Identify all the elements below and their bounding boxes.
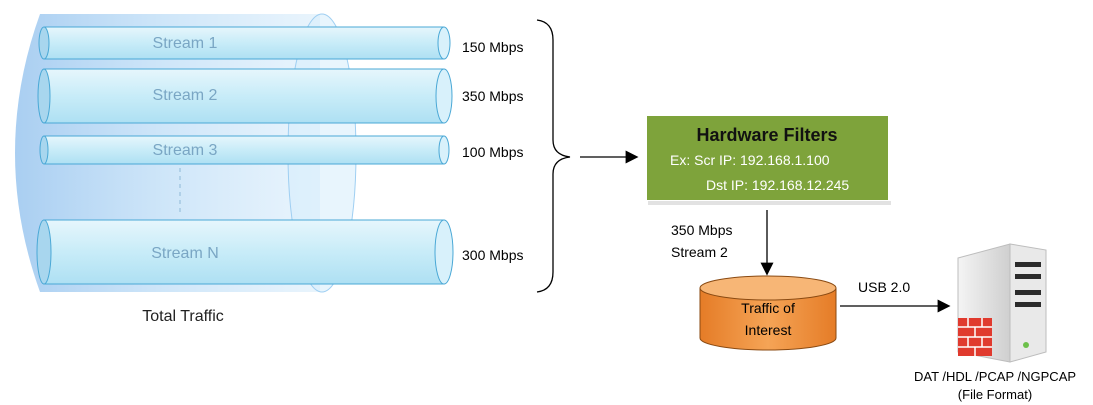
stream-label-2: Stream 2 — [153, 87, 218, 104]
stream-rate-3: 100 Mbps — [462, 144, 523, 160]
usb-label: USB 2.0 — [858, 279, 910, 295]
stream-label-3: Stream 3 — [153, 142, 218, 159]
stream-label-n: Stream N — [151, 245, 219, 262]
file-format-line-2: (File Format) — [958, 387, 1032, 402]
stream-rate-n: 300 Mbps — [462, 247, 523, 263]
firewall-icon — [958, 318, 992, 356]
traffic-of-interest-line-2: Interest — [745, 322, 792, 338]
stream-pipe-2 — [37, 68, 453, 124]
brace — [536, 19, 571, 293]
filters-line-1: Ex: Scr IP: 192.168.1.100 — [670, 152, 830, 168]
traffic-of-interest-cylinder — [699, 275, 837, 351]
stream-rate-2: 350 Mbps — [462, 88, 523, 104]
filters-line-2: Dst IP: 192.168.12.245 — [706, 177, 849, 193]
stream-pipe-3 — [39, 135, 450, 165]
hardware-filters-box — [645, 114, 890, 202]
file-format-line-1: DAT /HDL /PCAP /NGPCAP — [914, 369, 1076, 384]
stream-label-1: Stream 1 — [153, 35, 218, 52]
selected-stream: Stream 2 — [671, 244, 728, 260]
selected-rate: 350 Mbps — [671, 222, 732, 238]
filters-title: Hardware Filters — [696, 125, 837, 145]
stream-pipe-1 — [38, 26, 451, 60]
traffic-of-interest-line-1: Traffic of — [741, 300, 795, 316]
stream-pipe-n — [36, 219, 454, 285]
stream-rate-1: 150 Mbps — [462, 39, 523, 55]
total-traffic-label: Total Traffic — [142, 308, 224, 325]
